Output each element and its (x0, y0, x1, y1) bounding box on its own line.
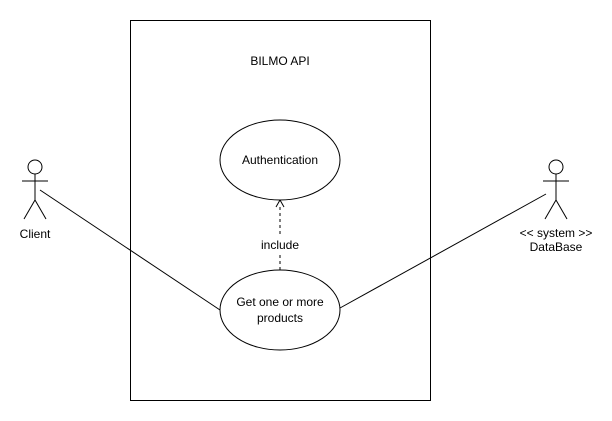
use-case-get-products-label-line1: Get one or more (236, 295, 324, 309)
actor-database-head (548, 159, 564, 175)
actor-database[interactable] (543, 159, 569, 220)
actor-database-leg-left (544, 199, 557, 220)
actor-client-name: Client (20, 227, 51, 241)
actor-client-leg-left (23, 199, 36, 220)
association-client-get-products[interactable] (39, 189, 221, 311)
actor-database-leg-right (555, 199, 568, 220)
actor-database-stereotype: << system >> (520, 226, 593, 240)
use-case-authentication[interactable] (219, 119, 341, 201)
association-database-get-products[interactable] (339, 193, 547, 309)
use-case-authentication-label: Authentication (242, 153, 318, 167)
actor-database-name: DataBase (530, 240, 583, 254)
actor-client[interactable] (22, 159, 48, 220)
actor-client-leg-right (34, 199, 47, 220)
include-label-background (259, 237, 301, 253)
use-case-get-products[interactable] (219, 269, 341, 351)
use-case-get-products-label-line2: products (257, 311, 303, 325)
actor-client-head (27, 159, 43, 175)
include-label: include (261, 238, 299, 252)
system-title: BILMO API (250, 54, 309, 68)
